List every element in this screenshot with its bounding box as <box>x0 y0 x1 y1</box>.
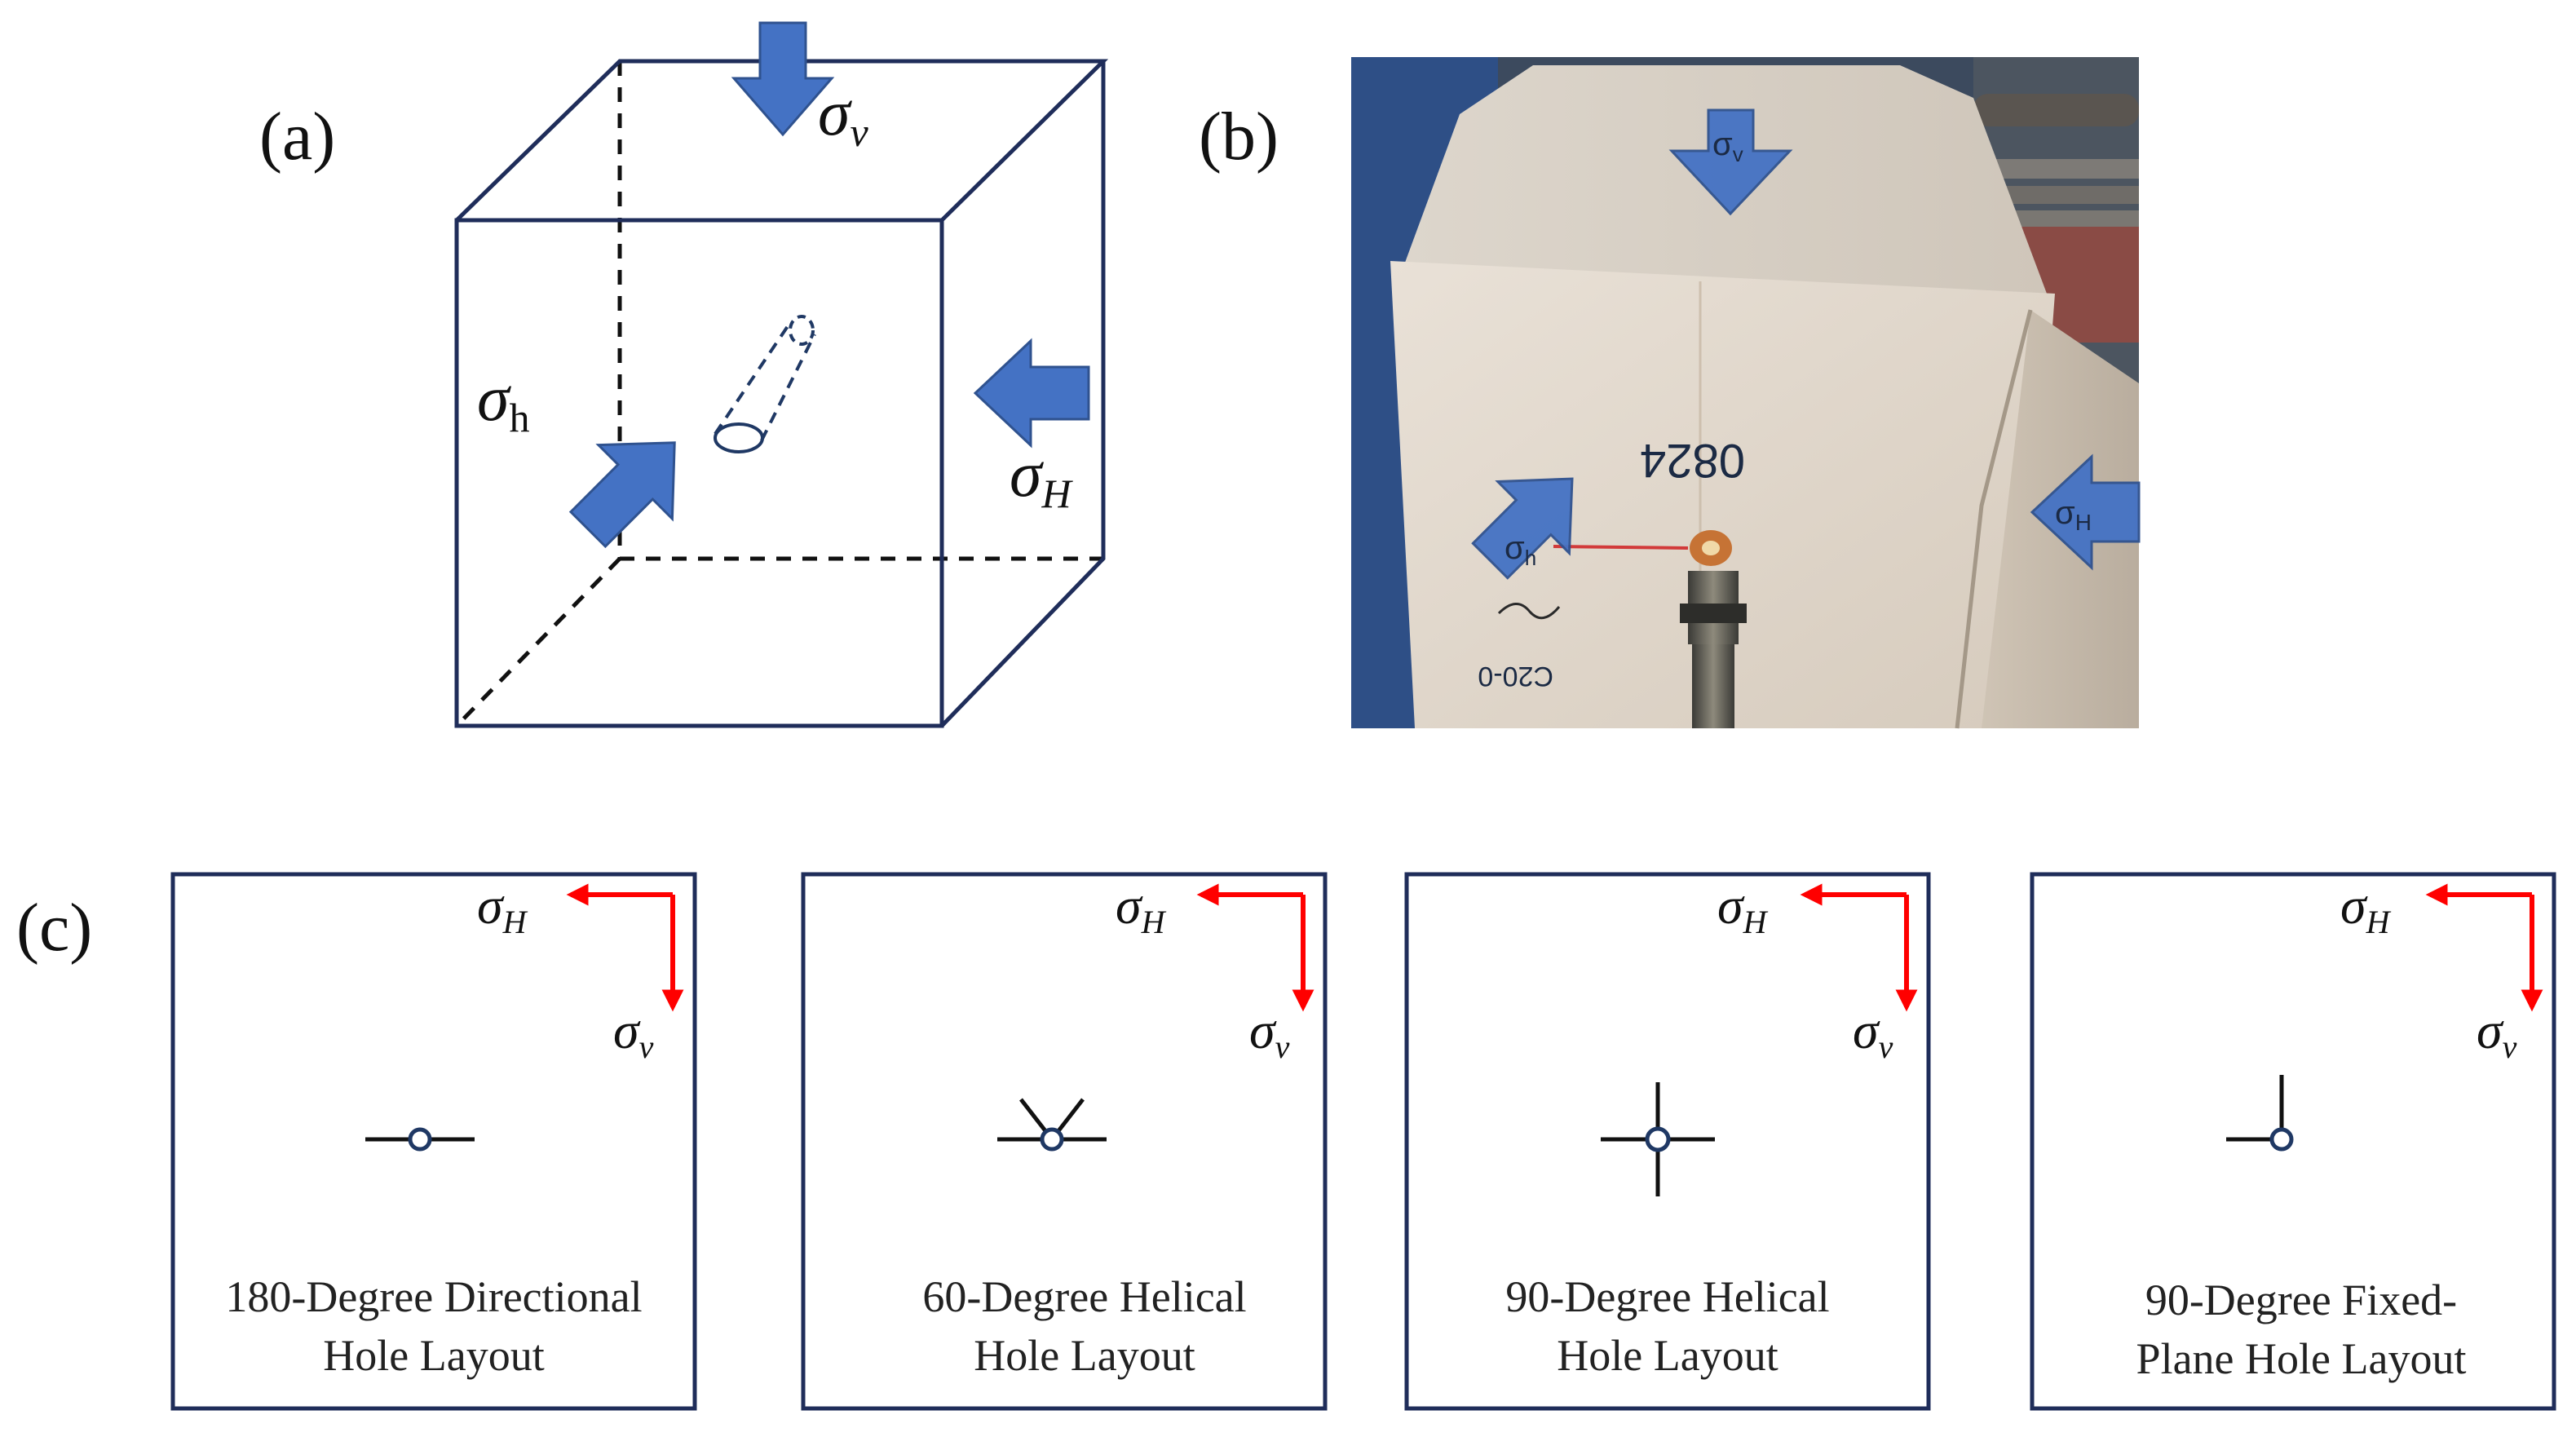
cube-right-face <box>940 61 1106 727</box>
photo-label-sigma-h: σh <box>1505 530 1536 570</box>
photo-label-sigma-H-symbol: σ <box>2055 495 2075 531</box>
layout-caption-line1: 90-Degree Helical <box>1505 1272 1829 1321</box>
photo-label-sigma-v-subscript: v <box>1733 142 1743 166</box>
label-sigma-H-subscript: H <box>1743 904 1769 940</box>
layout-frame <box>170 872 697 1411</box>
label-sigma-H: σH <box>1116 877 1167 940</box>
photo-label-sigma-H: σH <box>2055 495 2092 535</box>
photo-label-sigma-v-symbol: σ <box>1712 126 1733 162</box>
label-sigma-v-subscript: v <box>1879 1028 1893 1065</box>
cube-hidden-edge-depth <box>455 557 621 727</box>
specimen-scribble <box>1497 603 1561 620</box>
borehole-edge-right <box>760 334 816 441</box>
layout-caption-line2: Hole Layout <box>974 1331 1195 1380</box>
label-sigma-H-symbol: σ <box>1717 877 1745 935</box>
specimen-red-line <box>1553 545 1689 550</box>
arrow-sigma-v <box>731 21 835 137</box>
label-sigma-H: σH <box>477 877 528 940</box>
rig-rods <box>1973 94 2139 227</box>
label-sigma-v-symbol: σ <box>2477 1001 2504 1059</box>
panel-b-label: (b) <box>1199 99 1279 175</box>
hole-symbol <box>1601 1082 1715 1196</box>
photo-label-sigma-h-subscript: h <box>1525 546 1536 570</box>
borehole-cylinder <box>714 315 816 453</box>
specimen-side-marking: C20-0 <box>1478 661 1553 692</box>
layout-caption-line2: Plane Hole Layout <box>2136 1334 2467 1383</box>
panel-c-label: (c) <box>16 890 92 966</box>
layout-box-180-directional: σH σv 180-Degree Directional Hole Layout <box>170 872 697 1411</box>
label-sigma-v: σv <box>1853 1001 1893 1065</box>
panel-c: (c) σH σv 180-Degree Directional Hole La… <box>16 872 2556 1411</box>
label-sigma-H: σH <box>2340 877 2392 940</box>
layout-caption-line2: Hole Layout <box>323 1331 544 1380</box>
layout-frame <box>801 872 1328 1411</box>
label-sigma-H-symbol: σ <box>477 877 505 935</box>
label-sigma-H-subscript: H <box>502 904 528 940</box>
label-sigma-H: σH <box>1717 877 1769 940</box>
panel-a: (a) σv σh <box>259 21 1109 728</box>
label-sigma-v-symbol: σ <box>613 1001 641 1059</box>
layout-box-90-fixed-plane: σH σv 90-Degree Fixed- Plane Hole Layout <box>2030 872 2556 1411</box>
arrow-sigma-H <box>973 338 1090 449</box>
photo-arrow-sigma-v <box>1668 108 1793 216</box>
arrow-sigma-h <box>568 441 676 549</box>
hole-symbol <box>997 1098 1107 1152</box>
label-sigma-v-symbol: σ <box>1853 1001 1880 1059</box>
specimen-hole <box>1702 541 1720 555</box>
photo-arrow-sigma-H <box>2030 453 2141 571</box>
layout-caption-line1: 180-Degree Directional <box>225 1272 642 1321</box>
layout-box-60-helical: σH σv 60-Degree Helical Hole Layout <box>801 872 1328 1411</box>
specimen-crack <box>1955 309 2033 729</box>
panel-b: (b) <box>1199 57 2141 729</box>
label-sigma-v-symbol: σ <box>818 77 852 149</box>
borehole-edge-left <box>714 325 789 436</box>
label-sigma-h: σh <box>477 363 529 440</box>
label-sigma-v-subscript: v <box>2503 1028 2517 1065</box>
label-sigma-v: σv <box>1249 1001 1290 1065</box>
layout-caption-line2: Hole Layout <box>1557 1331 1778 1380</box>
drill-tool <box>1680 571 1747 728</box>
label-sigma-h-symbol: σ <box>477 363 511 435</box>
label-sigma-h-subscript: h <box>509 395 529 440</box>
label-sigma-v-subscript: v <box>850 109 868 155</box>
cube-diagram <box>454 59 1109 728</box>
layout-frame <box>1404 872 1931 1411</box>
cube-front-face <box>454 218 944 728</box>
label-sigma-v-subscript: v <box>639 1028 654 1065</box>
layout-box-90-helical: σH σv 90-Degree Helical Hole Layout <box>1404 872 1931 1411</box>
borehole-back-ellipse <box>789 315 815 346</box>
photo-label-sigma-H-subscript: H <box>2075 510 2092 535</box>
label-sigma-H: σH <box>1010 439 1073 516</box>
label-sigma-H-symbol: σ <box>2340 877 2368 935</box>
label-sigma-H-symbol: σ <box>1010 439 1044 511</box>
label-sigma-H-symbol: σ <box>1116 877 1143 935</box>
label-sigma-v-symbol: σ <box>1249 1001 1277 1059</box>
layout-frame <box>2030 872 2556 1411</box>
label-sigma-v-subscript: v <box>1275 1028 1290 1065</box>
photo-label-sigma-h-symbol: σ <box>1505 530 1525 566</box>
label-sigma-v: σv <box>2477 1001 2517 1065</box>
hole-symbol <box>365 1127 475 1152</box>
label-sigma-H-subscript: H <box>1041 471 1073 516</box>
label-sigma-H-subscript: H <box>1141 904 1167 940</box>
hole-symbol <box>2226 1075 2294 1152</box>
layout-caption-line1: 60-Degree Helical <box>922 1272 1246 1321</box>
label-sigma-v: σv <box>818 77 868 155</box>
label-sigma-H-subscript: H <box>2366 904 2392 940</box>
layout-caption-line1: 90-Degree Fixed- <box>2145 1276 2457 1324</box>
borehole-front-ellipse <box>714 422 764 453</box>
specimen-photo: 0824 C20-0 σv σh σH <box>1351 57 2141 729</box>
photo-label-sigma-v: σv <box>1712 126 1743 166</box>
label-sigma-v: σv <box>613 1001 654 1065</box>
specimen-marking: 0824 <box>1640 434 1745 487</box>
photo-arrow-sigma-h <box>1471 477 1574 580</box>
cube-top-face <box>455 59 1109 222</box>
panel-a-label: (a) <box>259 99 335 175</box>
